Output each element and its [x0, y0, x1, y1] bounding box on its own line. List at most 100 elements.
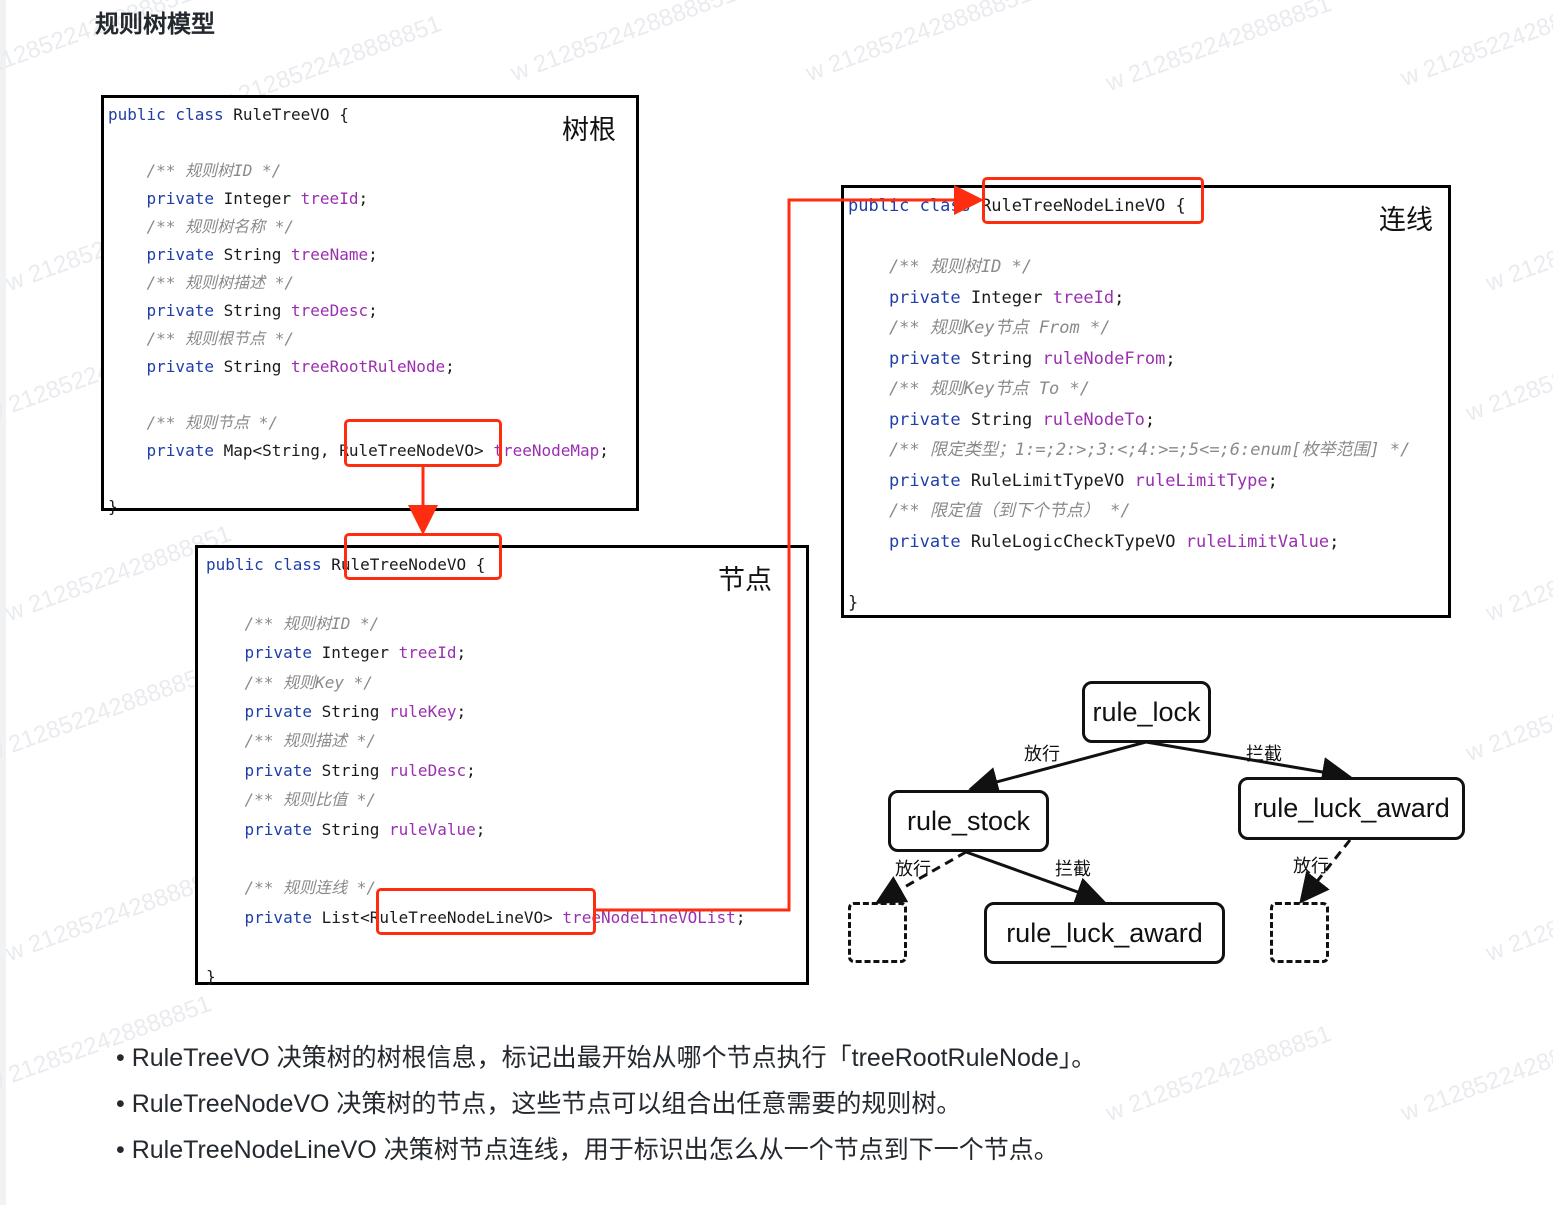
highlight-map-value-type: [344, 419, 502, 467]
code-comment: /** 规则Key节点 To */: [848, 379, 1090, 399]
tree-node-line-class-box: 连线 public class RuleTreeNodeLineVO { /**…: [841, 185, 1451, 618]
code-comment: /** 规则树名称 */: [108, 217, 294, 236]
code-line: /** 规则节点 */: [108, 409, 609, 437]
tree-node-empty-left: [848, 902, 907, 963]
tree-root-code: public class RuleTreeVO { /** 规则树ID */ p…: [108, 101, 609, 521]
code-field: ruleNodeFrom: [1042, 348, 1166, 369]
code-field: treeId: [300, 189, 359, 208]
code-text: ;: [1267, 470, 1278, 491]
code-text: List<RuleTreeNodeLineVO>: [321, 907, 563, 927]
code-field: ruleLimitValue: [1185, 531, 1330, 552]
code-line: private String ruleValue;: [206, 815, 745, 844]
code-line: /** 规则Key节点 To */: [848, 374, 1410, 405]
code-comment: /** 规则连线 */: [206, 878, 376, 898]
code-keyword: private: [848, 348, 971, 369]
code-text: String: [223, 245, 292, 264]
tree-root-class-box: 树根 public class RuleTreeVO { /** 规则树ID *…: [101, 95, 639, 516]
highlight-list-element-type: [376, 888, 596, 935]
code-text: ;: [368, 245, 378, 264]
code-text: ;: [466, 760, 476, 780]
code-text: String: [223, 357, 292, 376]
bullet-text: RuleTreeNodeLineVO 决策树节点连线，用于标识出怎么从一个节点到…: [131, 1136, 1059, 1164]
code-text: String: [223, 301, 292, 320]
code-line: private RuleLogicCheckTypeVO ruleLimitVa…: [848, 527, 1410, 558]
code-comment: /** 规则描述 */: [206, 731, 376, 751]
code-line: private String ruleNodeFrom;: [848, 344, 1410, 375]
code-text: ;: [1329, 531, 1340, 552]
code-field: ruleNodeTo: [1042, 409, 1145, 430]
code-keyword: private: [206, 643, 322, 663]
code-text: Integer: [223, 189, 301, 208]
code-line: /** 规则描述 */: [206, 726, 745, 755]
code-line: private RuleLimitTypeVO ruleLimitType;: [848, 466, 1410, 497]
code-line: /** 规则Key */: [206, 668, 745, 697]
code-comment: /** 规则Key */: [206, 672, 373, 692]
code-text: Integer: [970, 287, 1053, 308]
tree-node-empty-right: [1270, 902, 1329, 963]
code-field: treeName: [291, 245, 369, 264]
code-text: String: [970, 409, 1043, 430]
code-line: private String treeRootRuleNode;: [108, 353, 609, 381]
code-field: ruleKey: [389, 702, 457, 722]
code-line: }: [206, 962, 745, 991]
code-text: Map<String, RuleTreeNodeVO>: [223, 441, 494, 460]
tree-node-code: public class RuleTreeNodeVO { /** 规则树ID …: [206, 550, 745, 991]
edge-root-left: [968, 740, 1147, 797]
code-line: private String treeDesc;: [108, 297, 609, 325]
edge-label-right-dashed: 放行: [1293, 856, 1329, 877]
code-keyword: public class: [108, 105, 234, 124]
code-text: String: [321, 819, 390, 839]
code-keyword: private: [848, 409, 971, 430]
code-comment: /** 规则Key节点 From */: [848, 318, 1111, 338]
code-line: /** 规则连线 */: [206, 873, 745, 902]
code-text: RuleTreeNodeLineVO {: [981, 196, 1186, 216]
code-field: ruleValue: [389, 819, 476, 839]
description-list: • RuleTreeVO 决策树的树根信息，标记出最开始从哪个节点执行「tree…: [116, 1038, 1096, 1176]
code-line: /** 规则树ID */: [108, 157, 609, 185]
code-text: RuleTreeVO {: [233, 105, 349, 124]
code-text: ;: [735, 907, 746, 927]
code-line: private String ruleDesc;: [206, 756, 745, 785]
code-line: }: [848, 588, 1410, 619]
code-line: private Integer treeId;: [108, 185, 609, 213]
code-text: ;: [368, 301, 378, 320]
code-text: }: [848, 592, 859, 613]
code-field: treeRootRuleNode: [291, 357, 446, 376]
code-text: ;: [1114, 287, 1125, 308]
code-line: private Integer treeId;: [206, 638, 745, 667]
code-keyword: private: [108, 189, 224, 208]
code-field: treeDesc: [291, 301, 369, 320]
edge-label-left-bottom: 拦截: [1055, 859, 1091, 880]
code-text: ;: [456, 643, 467, 663]
code-text: ;: [1165, 348, 1176, 369]
edge-label-root-right: 拦截: [1246, 744, 1282, 765]
code-text: ;: [1144, 409, 1156, 430]
code-comment: /** 规则比值 */: [206, 790, 376, 810]
edge-label-left-dashed: 放行: [895, 859, 931, 880]
code-keyword: private: [206, 702, 322, 722]
code-keyword: private: [108, 357, 224, 376]
tree-node-label: 节点: [718, 565, 772, 596]
code-text: ;: [445, 357, 455, 376]
code-keyword: private: [848, 287, 971, 308]
code-comment: /** 规则树描述 */: [108, 273, 294, 292]
code-field: treeNodeLineVOList: [562, 907, 736, 927]
code-line: /** 限定值（到下个节点） */: [848, 496, 1410, 527]
code-comment: /** 规则根节点 */: [108, 329, 294, 348]
code-text: String: [970, 348, 1043, 369]
edge-root-right: [1145, 740, 1352, 787]
code-text: ;: [456, 702, 467, 722]
tree-root-label: 树根: [562, 115, 616, 146]
code-comment: /** 规则树ID */: [848, 257, 1033, 277]
code-comment: /** 规则树ID */: [206, 613, 380, 633]
tree-node-rule-stock: rule_stock: [888, 790, 1049, 852]
code-keyword: private: [206, 819, 322, 839]
code-keyword: private: [848, 531, 971, 552]
code-field: treeNodeMap: [493, 441, 600, 460]
code-line: private String ruleKey;: [206, 697, 745, 726]
code-text: ;: [475, 819, 486, 839]
code-line: /** 规则树ID */: [848, 252, 1410, 283]
code-keyword: private: [848, 470, 971, 491]
code-field: treeId: [398, 643, 457, 663]
bullet-item: • RuleTreeNodeLineVO 决策树节点连线，用于标识出怎么从一个节…: [116, 1136, 1059, 1164]
